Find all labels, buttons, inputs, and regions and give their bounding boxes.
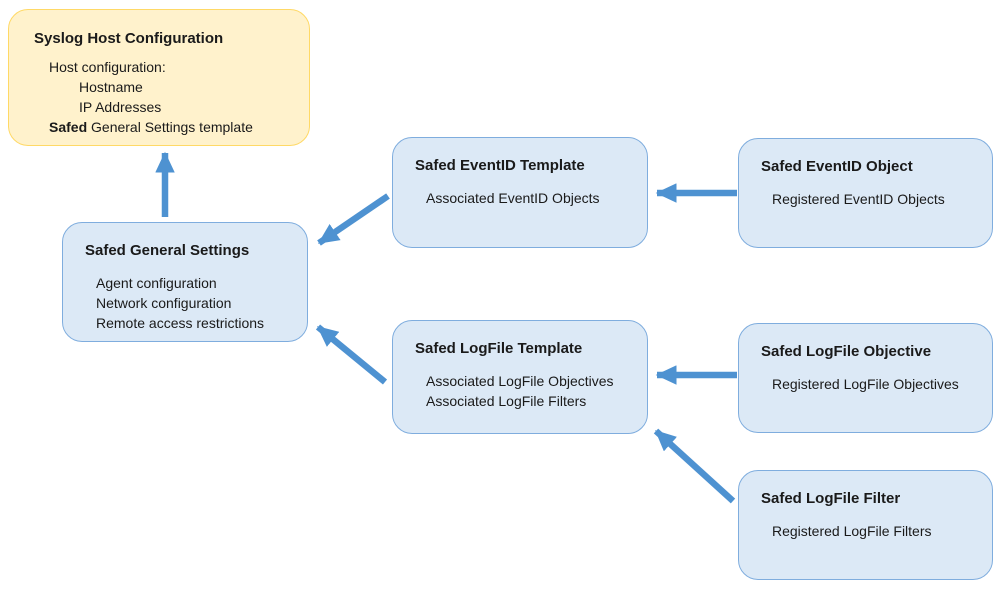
node-body-line: Registered EventID Objects: [772, 191, 945, 207]
node-title: Safed EventID Template: [415, 157, 585, 174]
node-title: Syslog Host Configuration: [34, 30, 224, 47]
node-body-line: Associated EventID Objects: [426, 190, 600, 206]
node-syslog-host-configuration: Syslog Host Configuration Host configura…: [8, 9, 310, 146]
node-title: Safed LogFile Template: [415, 340, 583, 357]
node-body-line: Remote access restrictions: [96, 315, 265, 331]
node-title: Safed LogFile Objective: [761, 343, 932, 360]
emphasized-word: Safed: [49, 119, 88, 135]
node-body-line: Registered LogFile Filters: [772, 523, 932, 539]
node-safed-logfile-filter: Safed LogFile Filter Registered LogFile …: [738, 470, 993, 580]
arrow-logfile-filter-to-logfile-template: [653, 428, 736, 504]
node-body-line-text: General Settings template: [87, 119, 253, 135]
arrow-eventid-template-to-general-settings: [317, 193, 390, 246]
node-safed-eventid-template: Safed EventID Template Associated EventI…: [392, 137, 648, 248]
node-body-line: Hostname: [79, 79, 143, 95]
node-body-line: Network configuration: [96, 295, 232, 311]
node-body-line: Safed General Settings template: [9, 117, 309, 137]
arrow-logfile-template-to-general-settings: [315, 324, 388, 385]
node-title: Safed LogFile Filter: [761, 490, 901, 507]
node-body-line: Agent configuration: [96, 275, 217, 291]
node-safed-logfile-template: Safed LogFile Template Associated LogFil…: [392, 320, 648, 434]
node-safed-general-settings: Safed General Settings Agent configurati…: [62, 222, 308, 342]
node-body-line: IP Addresses: [79, 99, 162, 115]
node-title: Safed General Settings: [85, 242, 250, 259]
node-title: Safed EventID Object: [761, 158, 913, 175]
node-body-line: Host configuration:: [49, 59, 166, 75]
node-safed-eventid-object: Safed EventID Object Registered EventID …: [738, 138, 993, 248]
node-body-line: Associated LogFile Objectives: [426, 373, 614, 389]
node-body-line: Associated LogFile Filters: [426, 393, 587, 409]
node-safed-logfile-objective: Safed LogFile Objective Registered LogFi…: [738, 323, 993, 433]
node-body-line: Registered LogFile Objectives: [772, 376, 959, 392]
